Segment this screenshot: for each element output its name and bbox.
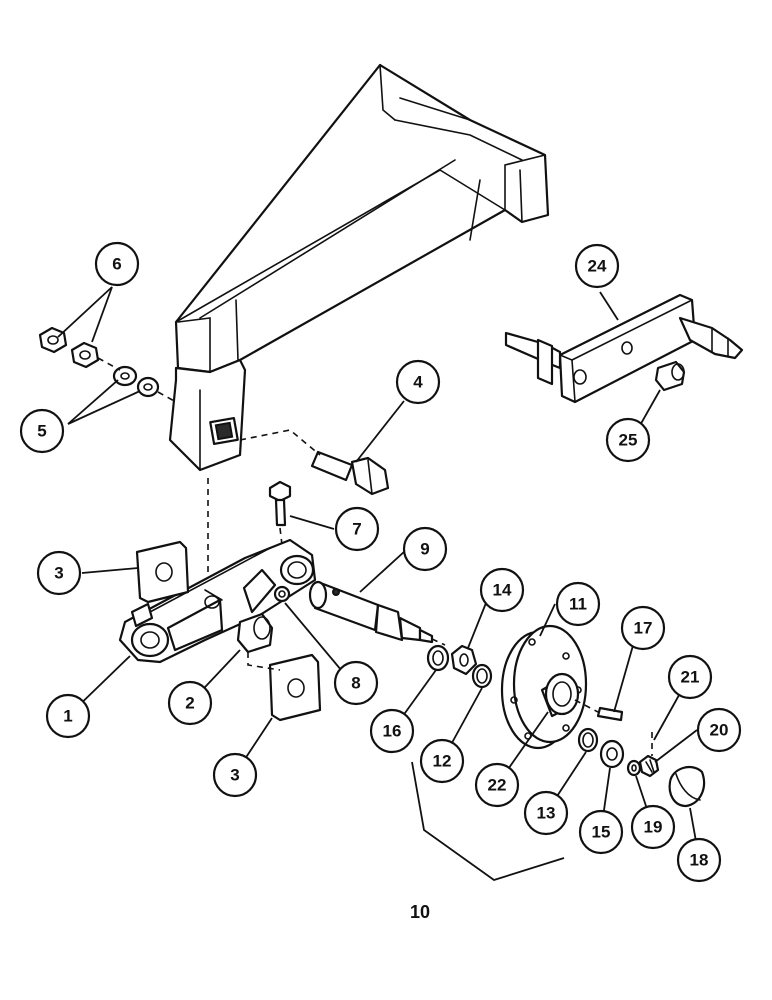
svg-text:11: 11 [569, 595, 587, 614]
callout-9: 9 [402, 526, 448, 572]
svg-text:13: 13 [537, 804, 556, 823]
svg-text:20: 20 [710, 721, 729, 740]
svg-text:21: 21 [681, 668, 700, 687]
callout-7: 7 [334, 506, 380, 552]
assembly-10-label: 10 [410, 902, 430, 922]
svg-text:4: 4 [413, 373, 423, 392]
part-9-spindle [308, 580, 434, 644]
part-17-stud [596, 706, 624, 722]
part-3-plate-upper [135, 540, 190, 604]
callout-11: 11 [555, 581, 601, 627]
svg-text:15: 15 [592, 823, 611, 842]
callout-24: 24 [574, 243, 620, 289]
callout-3-lower: 3 [212, 752, 258, 798]
svg-text:19: 19 [644, 818, 663, 837]
part-12-cup [471, 663, 493, 689]
svg-text:22: 22 [488, 776, 507, 795]
svg-text:1: 1 [63, 707, 72, 726]
part-15-washer [599, 739, 625, 769]
callout-2: 2 [167, 680, 213, 726]
part-18-dust-cap [668, 765, 706, 808]
part-19-washer [626, 759, 642, 777]
svg-text:3: 3 [54, 564, 63, 583]
svg-text:16: 16 [383, 722, 402, 741]
svg-text:18: 18 [690, 851, 709, 870]
part-4-bolt [310, 450, 390, 496]
part-24-spindle-bar [504, 293, 744, 404]
svg-text:9: 9 [420, 540, 429, 559]
part-3-plate-lower [268, 653, 322, 722]
part-2-bushing [236, 612, 274, 654]
svg-text:3: 3 [230, 766, 239, 785]
callout-14: 14 [479, 567, 525, 613]
callout-3-upper: 3 [36, 550, 82, 596]
callout-22: 22 [474, 762, 520, 808]
callout-1: 1 [45, 693, 91, 739]
svg-text:24: 24 [588, 257, 607, 276]
part-1-swing-arm [118, 538, 317, 664]
svg-text:5: 5 [37, 422, 46, 441]
callout-25: 25 [605, 417, 651, 463]
svg-text:8: 8 [351, 674, 360, 693]
svg-text:25: 25 [619, 431, 638, 450]
callout-17: 17 [620, 605, 666, 651]
part-20-nut [638, 754, 660, 778]
part-7-bolt [268, 480, 292, 527]
callout-5: 5 [19, 408, 65, 454]
svg-text:6: 6 [112, 255, 121, 274]
part-5-washers [112, 365, 160, 398]
svg-text:7: 7 [352, 520, 361, 539]
callout-16: 16 [369, 708, 415, 754]
callout-20: 20 [696, 707, 742, 753]
svg-text:14: 14 [493, 581, 512, 600]
callout-4: 4 [395, 359, 441, 405]
svg-text:17: 17 [634, 619, 653, 638]
part-8-grease-fitting [273, 585, 291, 603]
svg-text:2: 2 [185, 694, 194, 713]
part-13-cup [577, 727, 599, 753]
callout-8: 8 [333, 660, 379, 706]
callout-18: 18 [676, 837, 722, 883]
callout-21: 21 [667, 654, 713, 700]
callout-13: 13 [523, 790, 569, 836]
part-14-bearing [450, 644, 478, 676]
callout-6: 6 [94, 241, 140, 287]
callout-15: 15 [578, 809, 624, 855]
assembly-bracket [411, 761, 565, 881]
part-16-seal [426, 644, 450, 672]
svg-text:12: 12 [433, 752, 452, 771]
part-6-nuts [38, 326, 100, 369]
callout-19: 19 [630, 804, 676, 850]
part-11-hub [500, 624, 588, 750]
part-25-bushing [654, 360, 686, 392]
frame-arm [168, 63, 550, 472]
callout-12: 12 [419, 738, 465, 784]
